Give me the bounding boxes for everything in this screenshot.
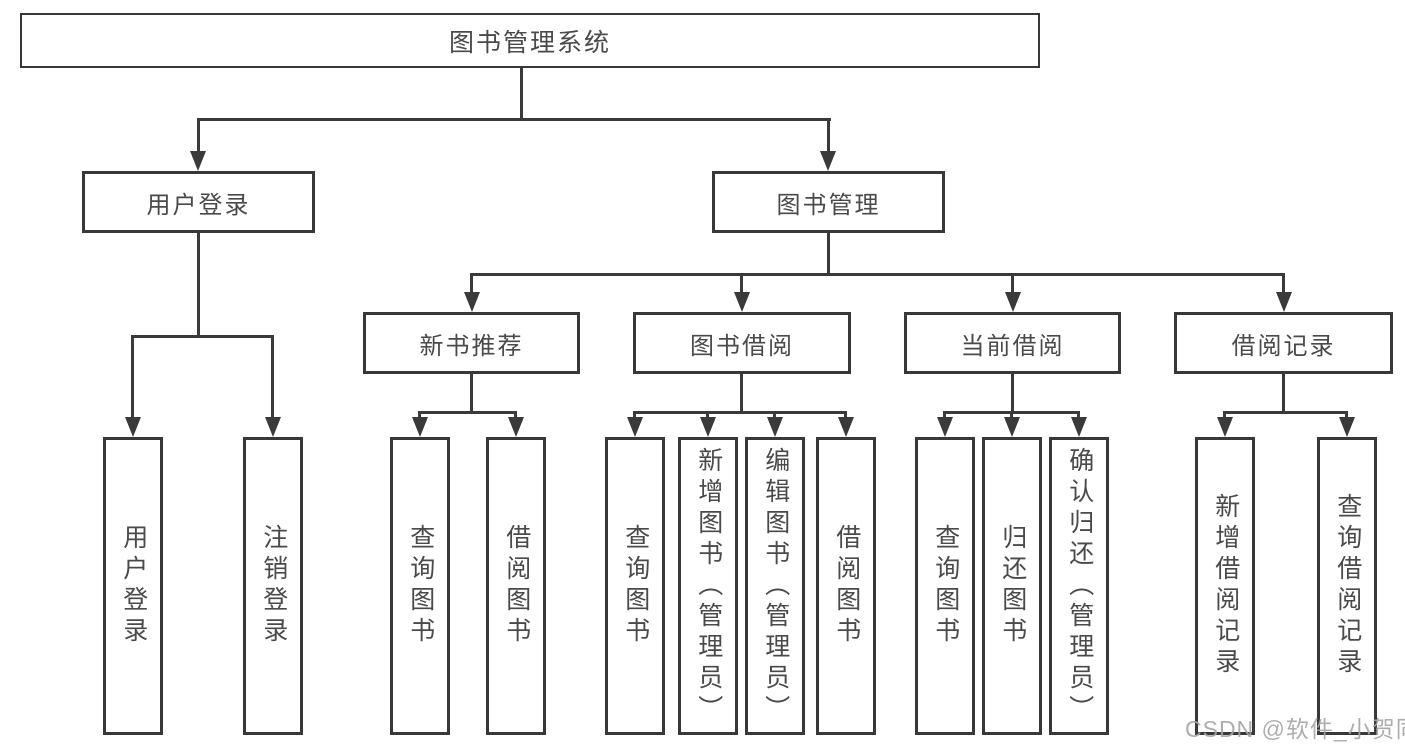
leaf-return-book: 归还图书 — [982, 437, 1042, 735]
arrow-down-icon — [125, 417, 141, 437]
node-book-management: 图书管理 — [712, 171, 945, 233]
arrow-down-icon — [464, 292, 480, 312]
node-current-borrow: 当前借阅 — [904, 312, 1121, 374]
connector-line — [514, 411, 517, 419]
arrow-down-icon — [412, 417, 428, 437]
leaf-add-book-admin: 新增图书（管理员） — [678, 437, 738, 735]
arrow-down-icon — [767, 417, 783, 437]
leaf-query-borrow-record: 查询借阅记录 — [1317, 437, 1377, 735]
leaf-label: 用户登录 — [119, 524, 148, 648]
node-user-login: 用户登录 — [82, 171, 315, 233]
leaf-borrow-book-2: 借阅图书 — [816, 437, 876, 735]
connector-line — [1282, 374, 1285, 411]
connector-line — [131, 335, 134, 419]
arrow-down-icon — [1217, 417, 1233, 437]
connector-line — [827, 118, 830, 153]
leaf-label: 借阅图书 — [832, 524, 861, 648]
leaf-label: 新增图书（管理员） — [694, 446, 723, 726]
arrow-down-icon — [700, 417, 716, 437]
arrow-down-icon — [508, 417, 524, 437]
leaf-label: 查询图书 — [621, 524, 650, 648]
leaf-query-book-1: 查询图书 — [390, 437, 450, 735]
leaf-query-book-3: 查询图书 — [915, 437, 975, 735]
connector-line — [1345, 411, 1348, 419]
leaf-label: 查询图书 — [931, 524, 960, 648]
leaf-label: 确认归还（管理员） — [1065, 446, 1094, 726]
connector-line — [740, 273, 743, 294]
connector-line — [1011, 273, 1014, 294]
connector-line — [827, 233, 830, 275]
connector-splitter — [633, 411, 847, 414]
connector-splitter — [131, 335, 274, 338]
leaf-label: 查询图书 — [406, 524, 435, 648]
arrow-down-icon — [1004, 417, 1020, 437]
connector-splitter — [470, 273, 1284, 276]
leaf-label: 注销登录 — [259, 524, 288, 648]
arrow-down-icon — [1071, 417, 1087, 437]
leaf-label: 归还图书 — [998, 524, 1027, 648]
leaf-logout: 注销登录 — [243, 437, 303, 735]
leaf-query-book-2: 查询图书 — [605, 437, 665, 735]
connector-root-splitter — [197, 118, 831, 121]
leaf-add-borrow-record: 新增借阅记录 — [1195, 437, 1255, 735]
leaf-borrow-book-1: 借阅图书 — [486, 437, 546, 735]
leaf-label: 借阅图书 — [502, 524, 531, 648]
connector-line — [271, 335, 274, 419]
arrow-down-icon — [1005, 292, 1021, 312]
connector-line — [740, 374, 743, 411]
connector-line — [197, 118, 200, 153]
connector-line — [633, 411, 636, 419]
leaf-edit-book-admin: 编辑图书（管理员） — [745, 437, 805, 735]
connector-line — [1223, 411, 1226, 419]
leaf-user-login: 用户登录 — [103, 437, 163, 735]
arrow-down-icon — [1276, 292, 1292, 312]
connector-line — [1010, 411, 1013, 419]
connector-line — [470, 374, 473, 411]
connector-splitter — [1223, 411, 1348, 414]
connector-line — [1011, 374, 1014, 411]
connector-line — [470, 273, 473, 294]
connector-line — [1077, 411, 1080, 419]
arrow-down-icon — [190, 151, 206, 171]
arrow-down-icon — [627, 417, 643, 437]
arrow-down-icon — [734, 292, 750, 312]
arrow-down-icon — [937, 417, 953, 437]
csdn-watermark: CSDN @软件_小贺同学 — [1185, 716, 1405, 742]
connector-line — [943, 411, 946, 419]
connector-line — [418, 411, 421, 419]
connector-line — [197, 233, 200, 337]
node-new-book-recommend: 新书推荐 — [363, 312, 580, 374]
leaf-confirm-return-admin: 确认归还（管理员） — [1049, 437, 1109, 735]
arrow-down-icon — [1339, 417, 1355, 437]
connector-line — [773, 411, 776, 419]
arrow-down-icon — [265, 417, 281, 437]
leaf-label: 查询借阅记录 — [1333, 493, 1362, 679]
connector-line — [1282, 273, 1285, 294]
connector-line — [706, 411, 709, 419]
connector-line — [844, 411, 847, 419]
arrow-down-icon — [820, 151, 836, 171]
connector-splitter — [418, 411, 517, 414]
node-book-borrow: 图书借阅 — [633, 312, 851, 374]
node-root: 图书管理系统 — [20, 13, 1040, 68]
connector-root-stem — [520, 66, 523, 118]
leaf-label: 编辑图书（管理员） — [761, 446, 790, 726]
arrow-down-icon — [838, 417, 854, 437]
leaf-label: 新增借阅记录 — [1211, 493, 1240, 679]
node-borrow-record: 借阅记录 — [1174, 312, 1393, 374]
